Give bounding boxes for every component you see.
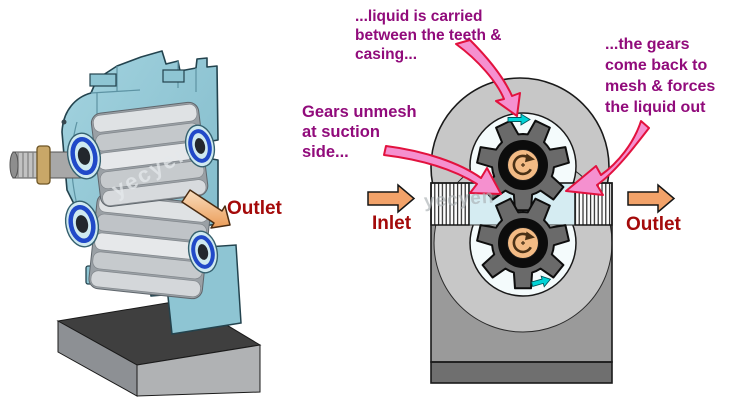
bearing-top-right	[184, 124, 216, 168]
shaft-spacer-ring	[36, 145, 51, 185]
inlet-label: Inlet	[372, 213, 412, 234]
bearing-top-left	[66, 132, 102, 180]
rotation-arrow-icon	[512, 153, 535, 176]
annotation-gears-remesh: ...the gears come back to mesh & forces …	[605, 36, 716, 116]
outlet-label-3d: Outlet	[227, 198, 282, 219]
casing-base-strip	[431, 362, 612, 383]
callout-arrow-liquid-carried	[455, 39, 521, 117]
liquid-arrow-bottom-icon	[530, 275, 552, 288]
callout-arrow-gears-unmesh	[383, 145, 502, 195]
rotation-arrow-icon	[512, 231, 535, 254]
pump-3d-cutaway	[9, 50, 262, 397]
callout-arrow-gears-remesh	[565, 120, 650, 196]
gear-hub-bottom	[498, 218, 548, 268]
annotation-liquid-carried: ...liquid is carried between the teeth &…	[355, 8, 502, 63]
flow-arrows	[367, 183, 676, 214]
inlet-arrow-icon	[367, 183, 416, 214]
annotation-gears-unmesh: Gears unmesh at suction side...	[302, 103, 417, 161]
bearing-bottom-left	[64, 200, 100, 248]
callout-arrows	[383, 39, 650, 196]
bearing-bottom-right	[187, 230, 219, 274]
outlet-3d-arrow-icon	[181, 189, 231, 229]
outlet-arrow-icon	[627, 183, 676, 214]
inlet-port-threads	[430, 182, 470, 226]
liquid-arrow-top-icon	[507, 113, 531, 126]
body-bolt-hole	[61, 119, 67, 125]
outlet-label-2d: Outlet	[626, 214, 681, 235]
pump-2d-schematic	[430, 77, 613, 384]
gear-3d-top	[90, 101, 209, 208]
gear-hub-top	[498, 140, 548, 190]
